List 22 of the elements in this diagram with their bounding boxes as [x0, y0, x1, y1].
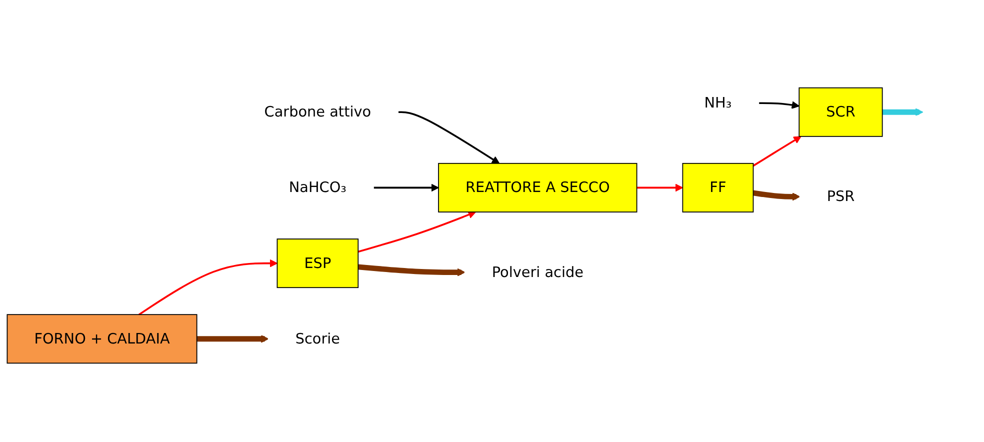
node-text: NaHCO₃ — [288, 178, 346, 196]
node-box: ESP — [276, 238, 359, 288]
arrow — [752, 190, 800, 201]
arrow — [636, 184, 684, 192]
node-box: FF — [682, 162, 754, 212]
arrow — [373, 184, 439, 192]
arrow — [358, 264, 466, 276]
node-box: FORNO + CALDAIA — [6, 314, 198, 364]
node-text: NH₃ — [704, 94, 732, 112]
node-text: Carbone attivo — [264, 103, 372, 120]
arrow — [358, 210, 476, 253]
arrow — [138, 259, 278, 316]
arrow — [758, 101, 800, 109]
arrow — [398, 111, 500, 164]
node-box: REATTORE A SECCO — [438, 162, 638, 212]
node-box: SCR — [798, 87, 883, 137]
arrow — [752, 136, 802, 167]
node-text: PSR — [826, 188, 855, 205]
arrow — [196, 334, 269, 343]
node-text: Polveri acide — [492, 263, 584, 280]
arrow — [882, 108, 924, 116]
node-text: Scorie — [295, 330, 340, 347]
